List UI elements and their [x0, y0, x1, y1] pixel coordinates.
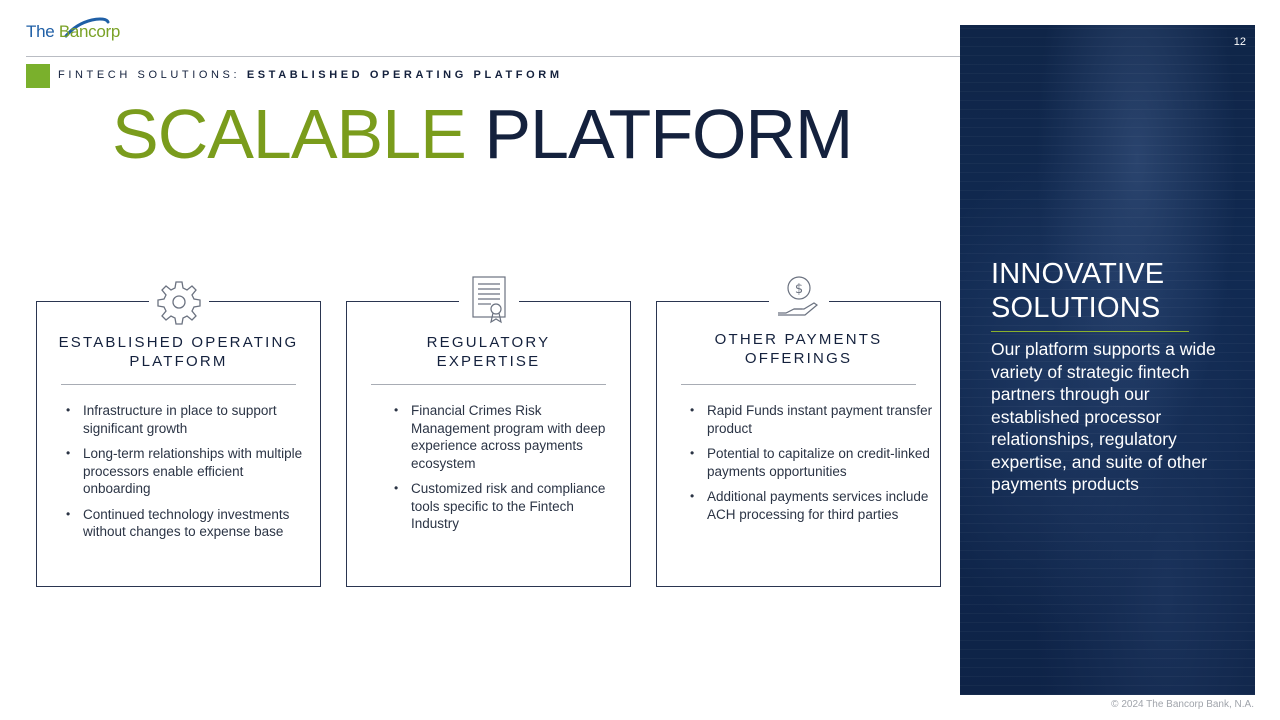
card-heading-line2: OFFERINGS — [744, 350, 853, 367]
gear-icon — [148, 276, 209, 328]
svg-text:$: $ — [794, 282, 802, 297]
innovative-solutions-panel: 12 INNOVATIVE SOLUTIONS Our platform sup… — [960, 25, 1255, 695]
panel-divider — [991, 331, 1189, 332]
bancorp-logo[interactable]: The Bancorp — [26, 14, 126, 54]
list-item: Customized risk and compliance tools spe… — [394, 480, 630, 533]
list-item: Infrastructure in place to support signi… — [66, 402, 320, 437]
logo-swoosh-icon — [64, 17, 110, 38]
header-divider — [26, 56, 1248, 57]
card-bullet-list: Infrastructure in place to support signi… — [37, 402, 320, 549]
card-divider — [61, 384, 296, 385]
panel-body-text: Our platform supports a wide variety of … — [991, 339, 1216, 494]
card-heading-line1: REGULATORY — [426, 334, 551, 351]
logo-text-the: The — [26, 22, 59, 41]
card-established-operating-platform: ESTABLISHED OPERATING PLATFORM Infrastru… — [36, 276, 321, 587]
list-item: Continued technology investments without… — [66, 506, 320, 541]
list-item: Rapid Funds instant payment transfer pro… — [690, 402, 940, 437]
card-heading-line2: EXPERTISE — [436, 353, 541, 370]
card-heading: OTHER PAYMENTS OFFERINGS — [667, 330, 930, 368]
section-marker-square — [26, 64, 50, 88]
card-divider — [371, 384, 606, 385]
card-heading: REGULATORY EXPERTISE — [357, 333, 620, 371]
panel-title: INNOVATIVE SOLUTIONS — [991, 257, 1231, 325]
list-item: Potential to capitalize on credit-linked… — [690, 445, 940, 480]
certificate-icon — [458, 276, 519, 328]
logo-text: The Bancorp — [26, 22, 120, 42]
page-title-green: SCALABLE — [112, 95, 467, 173]
list-item: Additional payments services include ACH… — [690, 488, 940, 523]
panel-title-line1: INNOVATIVE — [991, 258, 1165, 290]
logo-text-bancorp: Bancorp — [58, 22, 121, 41]
page-number: 12 — [1233, 36, 1246, 48]
page-title-navy: PLATFORM — [484, 95, 853, 173]
hand-dollar-icon: $ — [768, 274, 829, 326]
card-heading-line1: ESTABLISHED OPERATING — [58, 334, 299, 351]
card-bullet-list: Rapid Funds instant payment transfer pro… — [657, 402, 940, 531]
panel-title-line2: SOLUTIONS — [991, 292, 1161, 324]
card-heading-line2: PLATFORM — [129, 353, 228, 370]
list-item: Long-term relationships with multiple pr… — [66, 445, 320, 498]
card-divider — [681, 384, 916, 385]
card-heading: ESTABLISHED OPERATING PLATFORM — [47, 333, 310, 371]
page-title: SCALABLE PLATFORM — [112, 94, 853, 174]
section-label-prefix: FINTECH SOLUTIONS: — [58, 69, 247, 81]
card-bullet-list: Financial Crimes Risk Management program… — [347, 402, 630, 541]
panel-background-texture — [960, 25, 1255, 695]
section-label-title: ESTABLISHED OPERATING PLATFORM — [246, 69, 563, 81]
card-regulatory-expertise: REGULATORY EXPERTISE Financial Crimes Ri… — [346, 276, 631, 587]
section-label: FINTECH SOLUTIONS: ESTABLISHED OPERATING… — [58, 69, 563, 81]
card-heading-line1: OTHER PAYMENTS — [714, 331, 883, 348]
copyright-footer: © 2024 The Bancorp Bank, N.A. — [1111, 699, 1254, 710]
card-other-payments-offerings: $ OTHER PAYMENTS OFFERINGS Rapid Funds i… — [656, 274, 941, 587]
list-item: Financial Crimes Risk Management program… — [394, 402, 630, 472]
